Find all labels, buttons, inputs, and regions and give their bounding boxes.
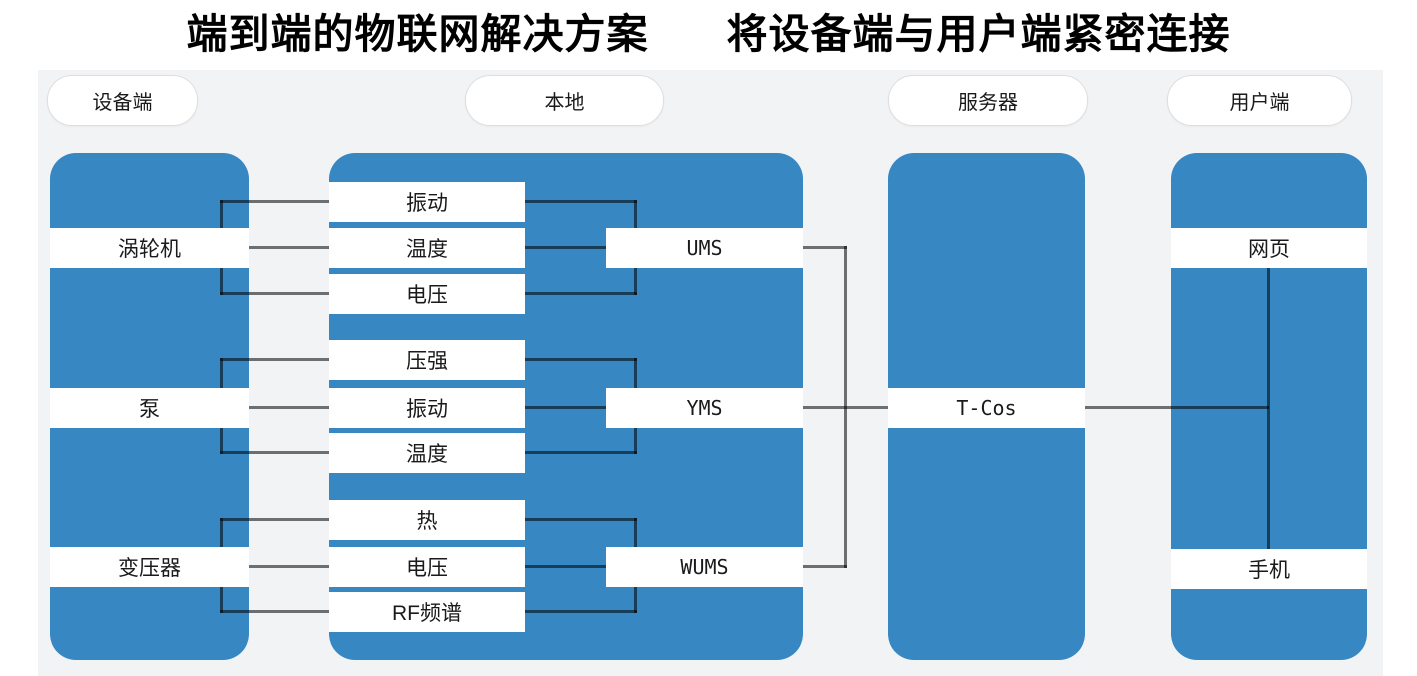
client-mobile: 手机 [1171,549,1367,589]
wire-wums-out [803,565,847,568]
wire-turbine-vibration [220,200,330,203]
sensor-box: 振动 [329,388,525,428]
client-web: 网页 [1171,228,1367,268]
sensor-label: 振动 [406,398,448,421]
device-item-pump: 泵 [50,388,249,428]
wire-vibration-ums [525,200,637,203]
gateway-box-yms: YMS [606,388,803,428]
gateway-label-wums: WUMS [680,555,729,579]
sensor-label: 热 [416,510,438,533]
title-left: 端到端的物联网解决方案 [186,11,649,57]
sensor-label: 电压 [406,284,448,307]
wire-turbine-voltage [220,292,330,295]
sensor-box: 电压 [329,547,525,587]
sensor-box: 温度 [329,433,525,473]
wire-pump-pressure [220,358,330,361]
sensor-box: 热 [329,500,525,540]
lane-pill-server: 服务器 [888,75,1088,126]
sensor-label: 电压 [406,557,448,580]
wire-temperature-yms [525,451,637,454]
sensor-box: 温度 [329,228,525,268]
wire-turbine-temperature [220,246,330,249]
server-platform-label: T-Cos [956,396,1017,420]
lane-pill-local-label: 本地 [544,92,585,114]
lane-pill-user-label: 用户端 [1229,92,1290,114]
wire-yms-tcos [803,406,888,409]
title-right: 将设备端与用户端紧密连接 [726,11,1231,57]
wire-pump-vibration [220,406,330,409]
wire-transformer-rf [220,610,330,613]
device-item-transformer: 变压器 [50,547,249,587]
wire-tcos-user [1085,406,1269,409]
wire-ums-out [803,246,847,249]
device-item-transformer-label: 变压器 [118,557,181,580]
wire-rf-wums [525,610,637,613]
sensor-label: 温度 [406,443,448,466]
sensor-label: 压强 [406,350,448,373]
lane-pill-device-label: 设备端 [92,92,153,114]
sensor-box: 电压 [329,274,525,314]
sensor-label: 振动 [406,192,448,215]
sensor-box: RF频谱 [329,592,525,632]
client-mobile-label: 手机 [1248,559,1290,582]
wire-heat-wums [525,518,637,521]
sensor-box: 振动 [329,182,525,222]
wire-voltage-ums [525,292,637,295]
wire-temperature-ums [525,246,637,249]
sensor-label: 温度 [406,238,448,261]
gateway-box-wums: WUMS [606,547,803,587]
lane-pill-device: 设备端 [47,75,198,126]
page-title: 端到端的物联网解决方案 将设备端与用户端紧密连接 [0,2,1417,58]
device-item-turbine-label: 涡轮机 [118,238,181,261]
wire-pump-temperature [220,451,330,454]
lane-pill-local: 本地 [465,75,664,126]
sensor-box: 压强 [329,340,525,380]
gateway-label-ums: UMS [686,236,723,260]
gateway-label-yms: YMS [686,396,723,420]
gateway-box-ums: UMS [606,228,803,268]
server-platform-box: T-Cos [888,388,1085,428]
wire-transformer-heat [220,518,330,521]
sensor-label: RF频谱 [392,602,462,625]
wire-transformer-voltage [220,565,330,568]
lane-pill-user: 用户端 [1167,75,1352,126]
wire-voltage-wums [525,565,637,568]
wire-web-mobile [1267,267,1270,550]
device-item-turbine: 涡轮机 [50,228,249,268]
device-item-pump-label: 泵 [139,398,160,421]
client-web-label: 网页 [1248,238,1290,261]
lane-pill-server-label: 服务器 [958,92,1018,114]
wire-pressure-yms [525,358,637,361]
wire-vibration-yms [525,406,637,409]
